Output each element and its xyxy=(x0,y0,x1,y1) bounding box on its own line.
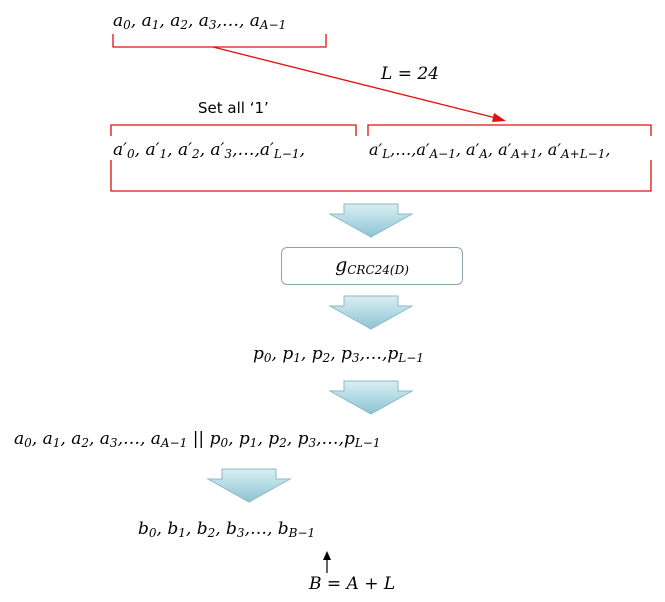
extended-sequence-left: a′0, a′1, a′2, a′3,…,a′L−1, xyxy=(113,140,305,161)
output-length-label: B = A + L xyxy=(309,574,396,594)
remaining-bits-bracket xyxy=(367,124,652,136)
set-ones-label: Set all ‘1’ xyxy=(198,99,269,117)
length-arrow-line xyxy=(212,46,497,119)
input-bracket xyxy=(112,34,327,48)
down-arrow-1 xyxy=(328,203,414,238)
output-sequence: b0, b1, b2, b3,…, bB−1 xyxy=(138,519,316,540)
crc-length-label: L = 24 xyxy=(381,64,439,84)
parity-sequence: p0, p1, p2, p3,…,pL−1 xyxy=(253,344,424,365)
extended-sequence-right: a′L,…,a′A−1, a′A, a′A+1, a′A+L−1, xyxy=(369,140,611,161)
extended-sequence-bracket xyxy=(110,160,652,192)
concatenated-sequence: a0, a1, a2, a3,…, aA−1 || p0, p1, p2, p3… xyxy=(14,429,381,450)
crc-generator-label: gCRC24(D) xyxy=(335,254,409,277)
output-length-arrow-head xyxy=(323,551,331,560)
crc-generator-box: gCRC24(D) xyxy=(281,247,463,285)
concat-separator: || xyxy=(192,429,205,449)
input-sequence: a0, a1, a2, a3,…, aA−1 xyxy=(113,11,287,32)
down-arrow-3 xyxy=(328,380,414,415)
length-arrow-head xyxy=(492,113,506,122)
down-arrow-4 xyxy=(206,468,292,503)
down-arrow-2 xyxy=(328,295,414,330)
set-ones-bracket xyxy=(110,124,357,136)
